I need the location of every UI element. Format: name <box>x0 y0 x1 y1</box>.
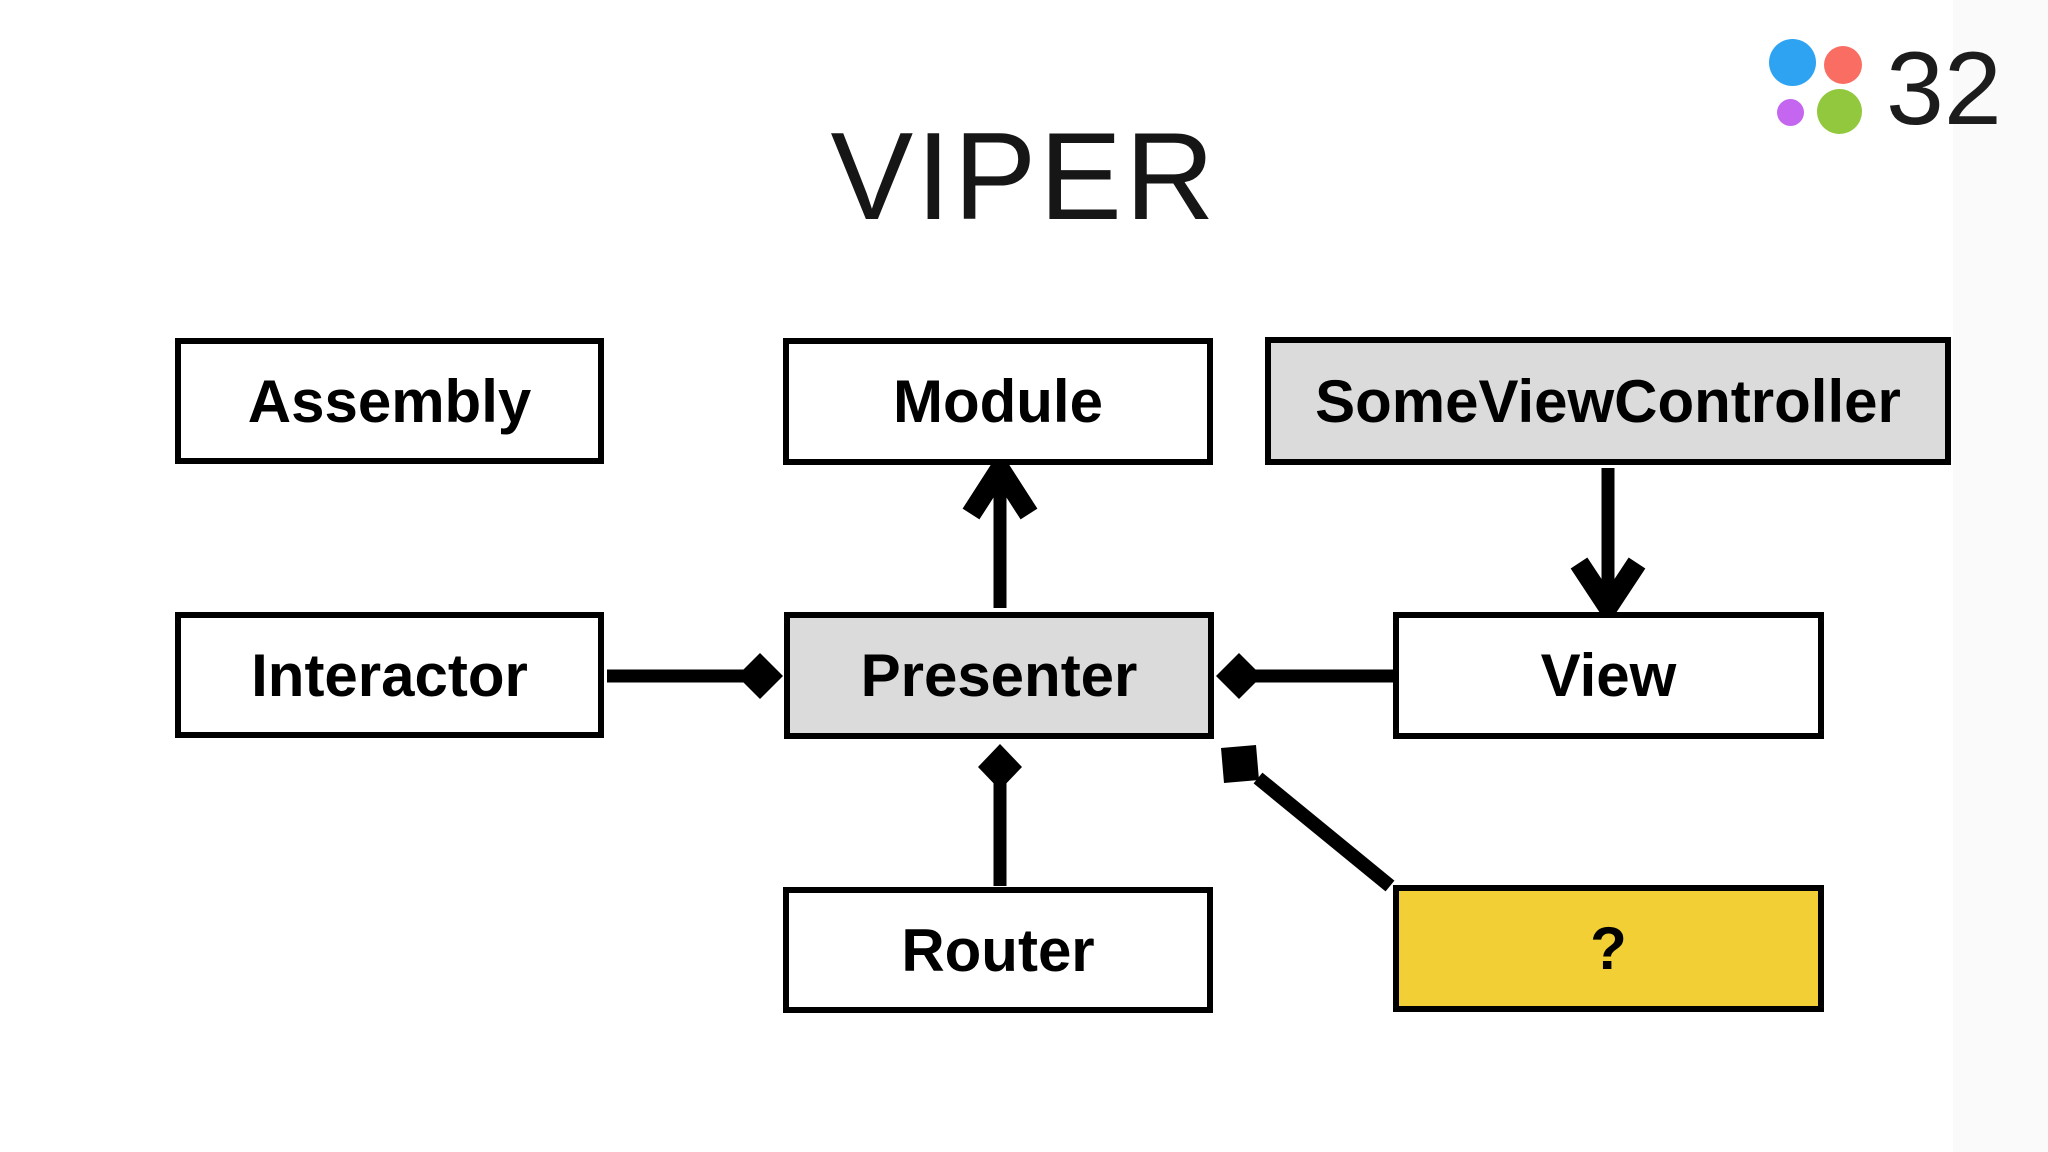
node-someviewcontroller: SomeViewController <box>1265 337 1951 465</box>
edge-presenter-module <box>962 450 1038 608</box>
node-interactor: Interactor <box>175 612 604 738</box>
node-view-label: View <box>1540 642 1677 709</box>
slide-title: VIPER <box>830 108 1218 246</box>
node-assembly-label: Assembly <box>247 367 532 435</box>
node-question: ? <box>1393 885 1824 1012</box>
node-question-label: ? <box>1590 915 1627 982</box>
right-edge-strip <box>1953 0 2048 1152</box>
node-view: View <box>1393 612 1824 739</box>
node-presenter-label: Presenter <box>860 642 1138 709</box>
edge-view-presenter <box>1216 653 1393 699</box>
node-module-label: Module <box>893 368 1103 435</box>
node-assembly: Assembly <box>175 338 604 464</box>
node-presenter: Presenter <box>784 612 1214 739</box>
edge-someviewcontroller-view <box>1570 468 1646 626</box>
node-interactor-label: Interactor <box>251 641 528 709</box>
edge-interactor-presenter <box>607 653 783 699</box>
logo-green-dot-icon <box>1817 89 1862 134</box>
slide-number: 32 <box>1886 31 2002 147</box>
logo-red-dot-icon <box>1824 46 1862 84</box>
node-router-label: Router <box>901 916 1095 984</box>
edge-router-presenter <box>978 744 1022 886</box>
logo-blue-dot-icon <box>1769 39 1816 86</box>
logo-purple-dot-icon <box>1777 99 1804 126</box>
node-someviewcontroller-label: SomeViewController <box>1315 367 1901 435</box>
node-module: Module <box>783 338 1213 465</box>
node-router: Router <box>783 887 1213 1013</box>
edge-question-presenter <box>1221 745 1395 892</box>
